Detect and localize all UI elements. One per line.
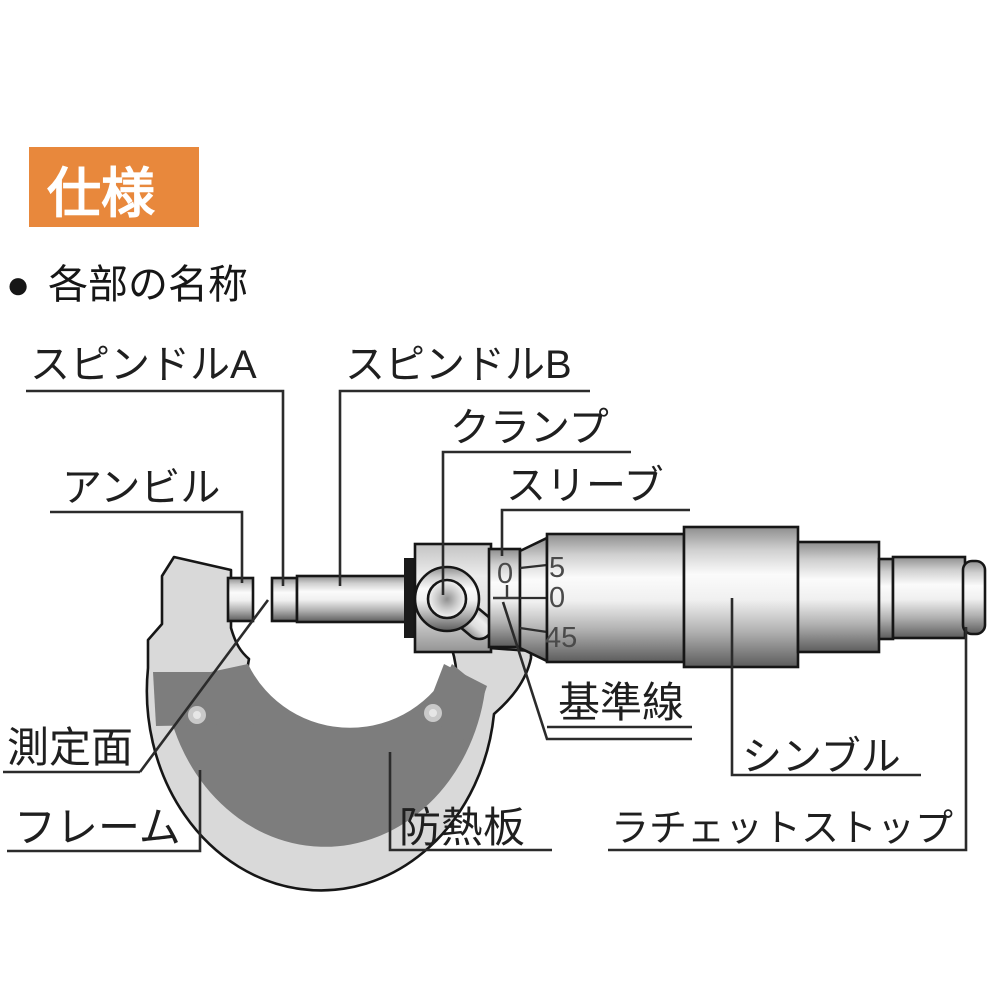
leader-clamp	[441, 450, 631, 595]
label-frame: フレーム	[14, 804, 181, 851]
leader-spindle-b	[338, 389, 590, 586]
leader-sleeve	[500, 508, 690, 556]
anvil	[226, 576, 255, 623]
label-heat-plate: 防熱板	[399, 804, 525, 851]
thimble-tick-0: 0	[549, 582, 565, 614]
title-badge-label: 仕様	[47, 164, 156, 224]
label-measuring-face: 測定面	[7, 724, 133, 771]
thimble-tick-45: 45	[545, 622, 577, 654]
ratchet-stop-knob	[891, 555, 987, 640]
clamp-knob-center	[426, 578, 468, 620]
thimble-barrel: 5 0 45	[545, 532, 686, 664]
ratchet-body	[796, 540, 881, 654]
label-spindle-a: スピンドルA	[30, 343, 257, 387]
spindle-b-shaft	[295, 574, 410, 624]
sleeve-zero-mark: 0	[497, 558, 513, 590]
spindle-junction	[404, 558, 415, 638]
thimble-grip	[682, 525, 800, 669]
heat-plate-band	[153, 664, 487, 847]
leader-reference-line	[501, 601, 692, 741]
label-sleeve: スリーブ	[506, 464, 664, 508]
spindle-a-tip	[270, 576, 299, 623]
thimble-tick-5: 5	[549, 552, 565, 584]
label-spindle-b: スピンドルB	[345, 343, 572, 387]
leader-heat-plate	[388, 752, 552, 852]
label-thimble: シンブル	[742, 735, 901, 779]
label-clamp: クランプ	[450, 406, 609, 450]
label-anvil: アンビル	[62, 466, 220, 510]
title-badge: 仕様	[29, 147, 199, 227]
section-bullet: ●	[6, 263, 30, 307]
leader-spindle-a	[26, 389, 285, 586]
frame-highlight-dot-left-core	[193, 711, 201, 719]
leader-measuring-face	[3, 599, 270, 774]
sleeve-tube: 0	[487, 547, 522, 649]
leader-ratchet-stop	[608, 627, 968, 852]
title-badge-box	[29, 147, 199, 227]
label-reference-line: 基準線	[558, 679, 684, 726]
leader-thimble	[730, 598, 921, 777]
section-heading: ● 各部の名称	[6, 263, 248, 307]
leader-anvil	[50, 510, 244, 583]
section-heading-label: 各部の名称	[48, 263, 248, 307]
frame-highlight-dot-right-core	[429, 709, 437, 717]
ratchet-stem	[877, 557, 895, 641]
leader-frame	[7, 770, 202, 853]
thimble-bevel	[518, 535, 549, 664]
label-ratchet-stop: ラチェットストップ	[611, 808, 953, 850]
